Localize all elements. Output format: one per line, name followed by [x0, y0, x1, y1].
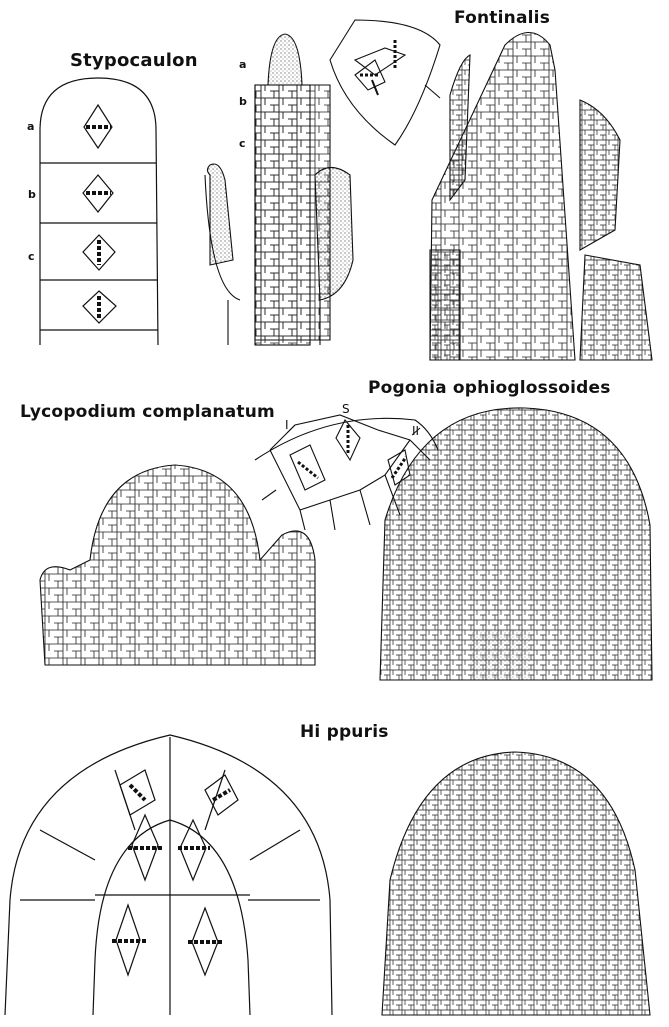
- fontinalis-main-shoot: [430, 33, 652, 361]
- stypocaulon-title: Stypocaulon: [70, 50, 198, 71]
- spindle-c1: [83, 235, 115, 270]
- spindle-c2: [83, 291, 116, 323]
- fontinalis-shoot-figure: [205, 34, 353, 345]
- fontinalis-apical-cell-inset: [330, 20, 440, 145]
- lycopodium-inset-mark-left: I: [285, 418, 289, 432]
- lycopodium-inset-mark-right: II: [412, 424, 419, 438]
- pogonia-title: Pogonia ophioglossoides: [368, 378, 611, 398]
- hippuris-apex-figure: [382, 752, 650, 1015]
- stypocaulon-label-c: c: [28, 250, 35, 263]
- lycopodium-title: Lycopodium complanatum: [20, 402, 275, 422]
- stypocaulon-label-a: a: [27, 120, 34, 133]
- spindle-b: [83, 175, 113, 212]
- stypocaulon-figure: [40, 78, 158, 345]
- hippuris-tunica-corpus-diagram: [5, 735, 332, 1015]
- pogonia-apex-figure: [380, 408, 652, 680]
- fontinalis-label-a: a: [239, 58, 246, 71]
- lycopodium-apex-figure: [40, 465, 315, 665]
- spindle-a: [84, 105, 112, 148]
- fontinalis-title: Fontinalis: [454, 8, 550, 28]
- stypocaulon-label-b: b: [28, 188, 36, 201]
- hippuris-title: Hi ppuris: [300, 722, 389, 742]
- lycopodium-inset-mark-center: S: [342, 402, 350, 416]
- fontinalis-label-b: b: [239, 95, 247, 108]
- fontinalis-label-c: c: [239, 137, 246, 150]
